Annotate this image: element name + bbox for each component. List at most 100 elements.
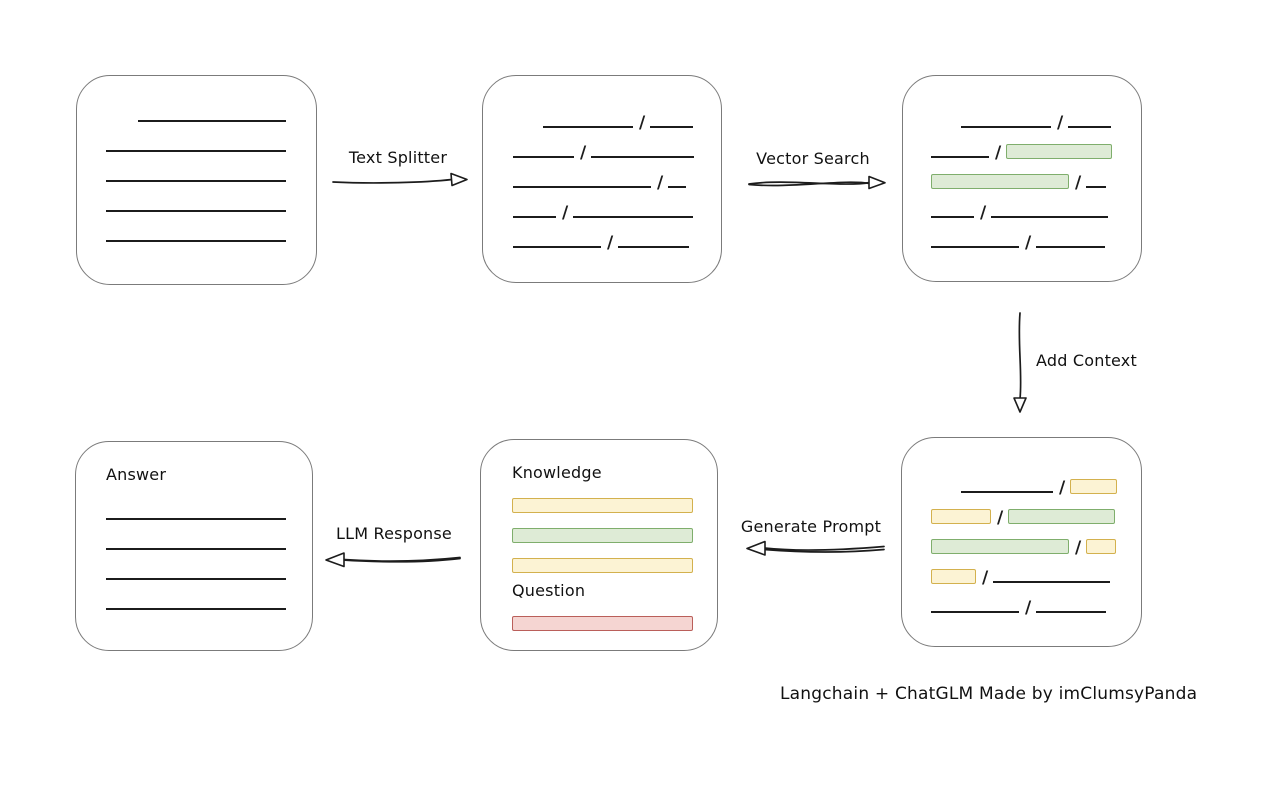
text-row (106, 122, 316, 152)
text-row (512, 512, 717, 543)
text-line (961, 126, 1051, 128)
text-line (106, 210, 286, 212)
text-row: / (931, 583, 1141, 618)
indent-spacer (106, 121, 138, 122)
text-line (591, 156, 695, 158)
slash-separator: / (657, 173, 664, 193)
highlight-bar-yellow (931, 509, 991, 524)
text-splitter-arrow-icon (332, 172, 468, 187)
text-line (931, 216, 974, 218)
chunk-lines: / / / / / (513, 98, 721, 253)
knowledge-label: Knowledge (512, 463, 602, 482)
highlight-bar-yellow (1086, 539, 1117, 554)
text-line (106, 578, 286, 580)
text-line (138, 120, 286, 122)
question-bar (512, 600, 717, 631)
text-line (668, 186, 687, 188)
text-row (106, 520, 312, 550)
text-line (513, 246, 601, 248)
slash-separator: / (580, 143, 587, 163)
text-line (618, 246, 690, 248)
text-row (106, 490, 312, 520)
indent-spacer (513, 127, 543, 128)
text-line (931, 156, 989, 158)
indent-spacer (931, 492, 961, 493)
text-row (106, 212, 316, 242)
split-chunks-box: / / / / / (482, 75, 722, 283)
text-line (513, 186, 651, 188)
slash-separator: / (607, 233, 614, 253)
highlight-bar-yellow (512, 558, 693, 573)
slash-separator: / (980, 203, 987, 223)
slash-separator: / (1025, 598, 1032, 618)
text-line (1086, 186, 1107, 188)
highlight-bar-green (931, 539, 1069, 554)
text-row: / (513, 128, 721, 163)
document-lines (106, 92, 316, 242)
highlight-bar-green (1008, 509, 1116, 524)
indent-spacer (931, 127, 961, 128)
answer-box: Answer (75, 441, 313, 651)
slash-separator: / (1075, 538, 1082, 558)
answer-lines (106, 490, 312, 610)
slash-separator: / (1025, 233, 1032, 253)
text-row: / (931, 98, 1141, 133)
text-row: / (931, 463, 1141, 497)
text-row: / (931, 553, 1141, 588)
text-line (513, 216, 556, 218)
prompt-box: Knowledge Question (480, 439, 718, 651)
text-row (512, 600, 717, 631)
text-line (991, 216, 1109, 218)
question-label: Question (512, 581, 586, 600)
text-row (106, 92, 316, 122)
text-line (1036, 246, 1106, 248)
text-row (106, 182, 316, 212)
generate-prompt-arrow-icon (746, 540, 885, 556)
add-context-arrow-icon (1013, 312, 1027, 413)
highlight-bar-green (512, 528, 693, 543)
vector-search-results-box: ///// (902, 75, 1142, 282)
source-document-box (76, 75, 317, 285)
highlight-bar-green (1006, 144, 1113, 159)
text-line (573, 216, 694, 218)
add-context-arrow-label: Add Context (1036, 351, 1137, 370)
text-row: / (513, 98, 721, 132)
llm-response-arrow-label: LLM Response (336, 524, 452, 543)
text-line (1036, 611, 1107, 613)
text-row: / (931, 523, 1141, 558)
slash-separator: / (982, 568, 989, 588)
text-line (106, 608, 286, 610)
knowledge-bars (512, 482, 717, 573)
text-row: / (513, 158, 721, 193)
text-row: / (931, 188, 1141, 223)
text-row: / (931, 218, 1141, 253)
text-line (931, 611, 1019, 613)
highlight-bar-red (512, 616, 693, 631)
text-line (993, 581, 1111, 583)
context-lines: / / / / / (931, 463, 1141, 618)
slash-separator: / (1057, 113, 1064, 133)
vector-search-arrow-label: Vector Search (756, 149, 870, 168)
slash-separator: / (997, 508, 1004, 528)
text-row (106, 580, 312, 610)
highlight-bar-yellow (1070, 479, 1118, 494)
generate-prompt-arrow-label: Generate Prompt (740, 517, 882, 536)
vector-search-arrow-icon (748, 175, 886, 190)
llm-response-arrow-icon (325, 552, 461, 568)
text-line (931, 246, 1019, 248)
text-row: / (931, 158, 1141, 193)
text-line (1068, 126, 1112, 128)
answer-label: Answer (106, 465, 167, 484)
slash-separator: / (1075, 173, 1082, 193)
slash-separator: / (562, 203, 569, 223)
context-box: / / / / / (901, 437, 1142, 647)
text-line (513, 156, 574, 158)
diagram-caption: Langchain + ChatGLM Made by imClumsyPand… (780, 684, 1198, 704)
text-line (650, 126, 694, 128)
text-row: / (931, 493, 1141, 528)
highlight-bar-green (931, 174, 1069, 189)
search-result-lines: ///// (931, 98, 1141, 253)
highlight-bar-yellow (512, 498, 693, 513)
text-row (106, 550, 312, 580)
